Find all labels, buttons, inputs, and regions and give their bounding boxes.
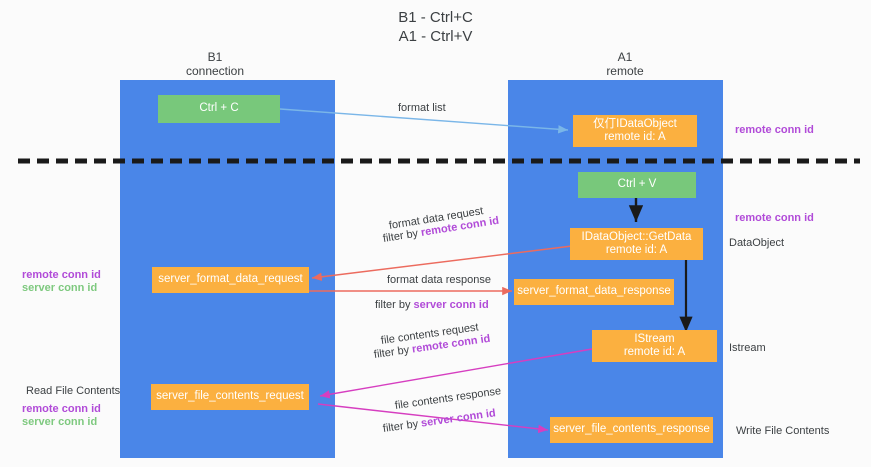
node-ctrl-v-label: Ctrl + V bbox=[617, 178, 657, 191]
annotation-read-file-contents: Read File Contents bbox=[26, 385, 121, 397]
node-proxy-idataobject-label: 仅仃IDataObject bbox=[593, 117, 677, 130]
annotation-remote-conn-id-top: remote conn id bbox=[735, 124, 814, 136]
annotation-write-file-contents: Write File Contents bbox=[736, 425, 830, 437]
annotation-istream: Istream bbox=[729, 342, 766, 354]
filter-key-server-conn-id-2: server conn id bbox=[420, 407, 497, 430]
annotation-left-remote-conn-id-2: remote conn id bbox=[22, 403, 101, 415]
filter-prefix: filter by bbox=[375, 299, 414, 311]
node-idataobject-getdata-label: IDataObject::GetData bbox=[581, 230, 692, 243]
edge-label-format-list: format list bbox=[398, 102, 446, 114]
diagram-title: B1 - Ctrl+C A1 - Ctrl+V bbox=[398, 9, 473, 45]
annotation-left-remote-conn-id: remote conn id bbox=[22, 269, 101, 281]
node-idataobject-getdata-remote-id: remote id: A bbox=[605, 244, 668, 256]
node-server-file-contents-request-label: server_file_contents_request bbox=[156, 390, 304, 403]
annotation-remote-conn-id-mid: remote conn id bbox=[735, 212, 814, 224]
edge-label-format-data-response-filter: filter by server conn id bbox=[375, 298, 489, 312]
lane-header-a1: A1 remote bbox=[606, 50, 644, 78]
filter-prefix: filter by bbox=[382, 227, 422, 245]
annotation-dataobject: DataObject bbox=[729, 237, 785, 249]
node-server-file-contents-request[interactable]: server_file_contents_request bbox=[151, 384, 309, 410]
node-server-file-contents-response-label: server_file_contents_response bbox=[553, 423, 710, 436]
node-istream-label: IStream bbox=[634, 332, 675, 345]
annotation-left-server-conn-id: server conn id bbox=[22, 282, 98, 294]
filter-prefix: filter by bbox=[373, 343, 413, 361]
node-proxy-idataobject[interactable]: 仅仃IDataObject remote id: A bbox=[573, 115, 697, 147]
node-server-format-data-request[interactable]: server_format_data_request bbox=[152, 267, 309, 293]
node-proxy-idataobject-remote-id: remote id: A bbox=[604, 131, 666, 143]
node-ctrl-c[interactable]: Ctrl + C bbox=[158, 95, 280, 123]
filter-prefix: filter by bbox=[382, 417, 422, 435]
node-istream-remote-id: remote id: A bbox=[623, 346, 686, 358]
filter-key-server-conn-id: server conn id bbox=[413, 299, 489, 311]
node-ctrl-v[interactable]: Ctrl + V bbox=[578, 172, 696, 198]
node-server-format-data-response-label: server_format_data_response bbox=[517, 285, 671, 298]
node-server-file-contents-response[interactable]: server_file_contents_response bbox=[550, 417, 713, 443]
lane-header-b1: B1 connection bbox=[185, 50, 245, 78]
node-server-format-data-request-label: server_format_data_request bbox=[158, 273, 303, 286]
edge-label-format-data-response: format data response bbox=[387, 274, 491, 286]
node-ctrl-c-label: Ctrl + C bbox=[199, 102, 239, 115]
annotation-left-server-conn-id-2: server conn id bbox=[22, 416, 98, 428]
node-istream[interactable]: IStream remote id: A bbox=[592, 330, 717, 362]
node-server-format-data-response[interactable]: server_format_data_response bbox=[514, 279, 674, 305]
node-idataobject-getdata[interactable]: IDataObject::GetData remote id: A bbox=[570, 228, 703, 260]
